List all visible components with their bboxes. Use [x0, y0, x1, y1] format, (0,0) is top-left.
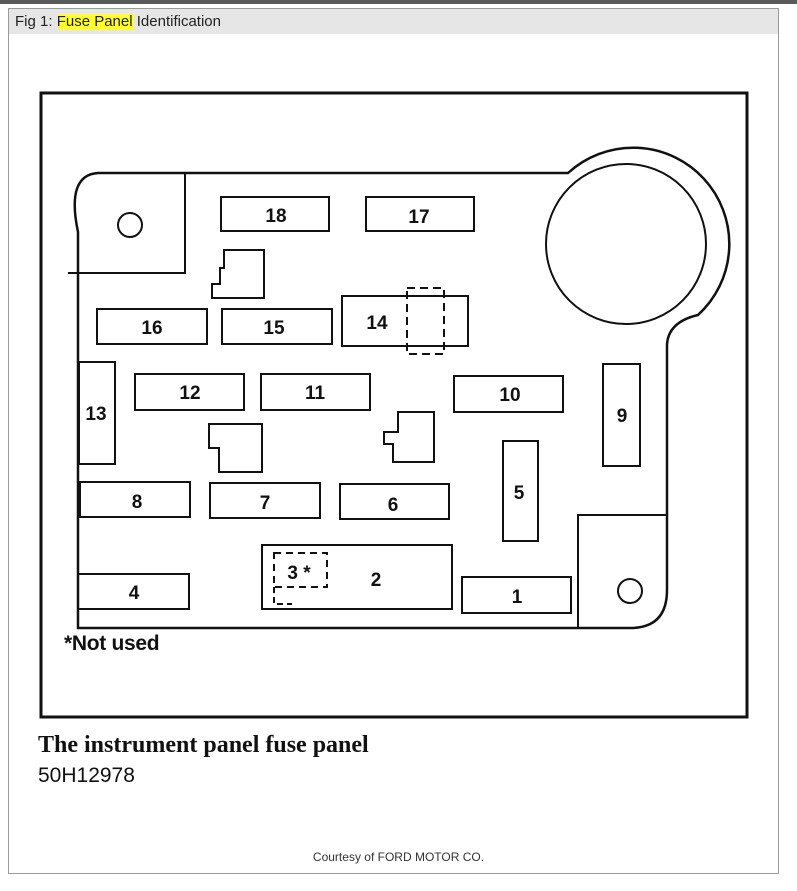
connector-middle-right — [383, 411, 435, 463]
connector-upper — [211, 249, 265, 299]
fuse-13-label: 13 — [85, 404, 106, 425]
fuse-9-label: 9 — [617, 406, 628, 427]
fuse-18-label: 18 — [265, 206, 286, 227]
fuse-14-label: 14 — [366, 313, 388, 334]
caption-prefix: Fig 1: — [15, 13, 57, 30]
fuse-5-label: 5 — [514, 483, 525, 504]
fuse-12-label: 12 — [179, 383, 200, 404]
mount-bottom-right — [577, 514, 667, 628]
window-top-border — [0, 0, 797, 4]
fuse-1-box — [461, 576, 572, 614]
fuse-12-box — [134, 373, 245, 411]
fuse-2-box — [261, 544, 453, 610]
fuse-1-label: 1 — [512, 587, 523, 608]
large-circle-inner — [545, 163, 707, 325]
fuse-16-label: 16 — [141, 318, 162, 339]
fuse-14-box — [341, 295, 469, 347]
mount-hole-bottom-right — [617, 578, 643, 604]
fuse-3-box — [273, 552, 328, 588]
fuse-13-box — [78, 361, 116, 465]
fuse-18-box — [220, 196, 330, 232]
fuse-10-label: 10 — [499, 385, 520, 406]
fuse-15-box — [221, 308, 333, 345]
outer-border — [39, 91, 749, 719]
figure-caption: Fig 1: Fuse Panel Identification — [15, 13, 221, 30]
fuse-4-label: 4 — [129, 583, 140, 604]
fuse-16-box — [96, 308, 208, 345]
fuse-4-box — [77, 573, 190, 610]
connector-middle-left — [208, 423, 263, 473]
fuse-11-box — [260, 373, 371, 411]
figure-frame: Fig 1: Fuse Panel Identification — [8, 8, 779, 874]
fuse-3-label: 3 * — [287, 563, 311, 584]
diagram-code: 50H12978 — [38, 764, 135, 787]
not-used-note: *Not used — [64, 632, 160, 655]
fuse-9-box — [602, 363, 641, 467]
fuse-6-label: 6 — [388, 495, 399, 516]
fuse-2-label: 2 — [371, 570, 382, 591]
panel-outline — [73, 146, 731, 630]
fuse-8-box — [79, 481, 191, 518]
fuse-6-box — [339, 483, 450, 520]
fuse-11-label: 11 — [305, 383, 326, 404]
fuse-14-relay-outline — [406, 287, 445, 355]
caption-highlight: Fuse Panel — [56, 13, 133, 30]
fuse-3-tab — [273, 587, 292, 605]
fuse-15-label: 15 — [263, 318, 285, 339]
fuse-8-label: 8 — [132, 492, 143, 513]
credit-line: Courtesy of FORD MOTOR CO. — [312, 850, 485, 864]
diagram-title: The instrument panel fuse panel — [38, 732, 369, 758]
caption-suffix: Identification — [132, 13, 221, 30]
fuse-17-label: 17 — [408, 207, 429, 228]
fuse-5-box — [502, 440, 539, 542]
fuse-7-box — [209, 482, 321, 519]
figure-caption-bar: Fig 1: Fuse Panel Identification — [9, 9, 778, 34]
fuse-7-label: 7 — [260, 493, 271, 514]
fuse-17-box — [365, 196, 475, 232]
mount-hole-top-left — [117, 212, 143, 238]
fuse-10-box — [453, 375, 564, 413]
mount-top-left — [68, 173, 186, 274]
